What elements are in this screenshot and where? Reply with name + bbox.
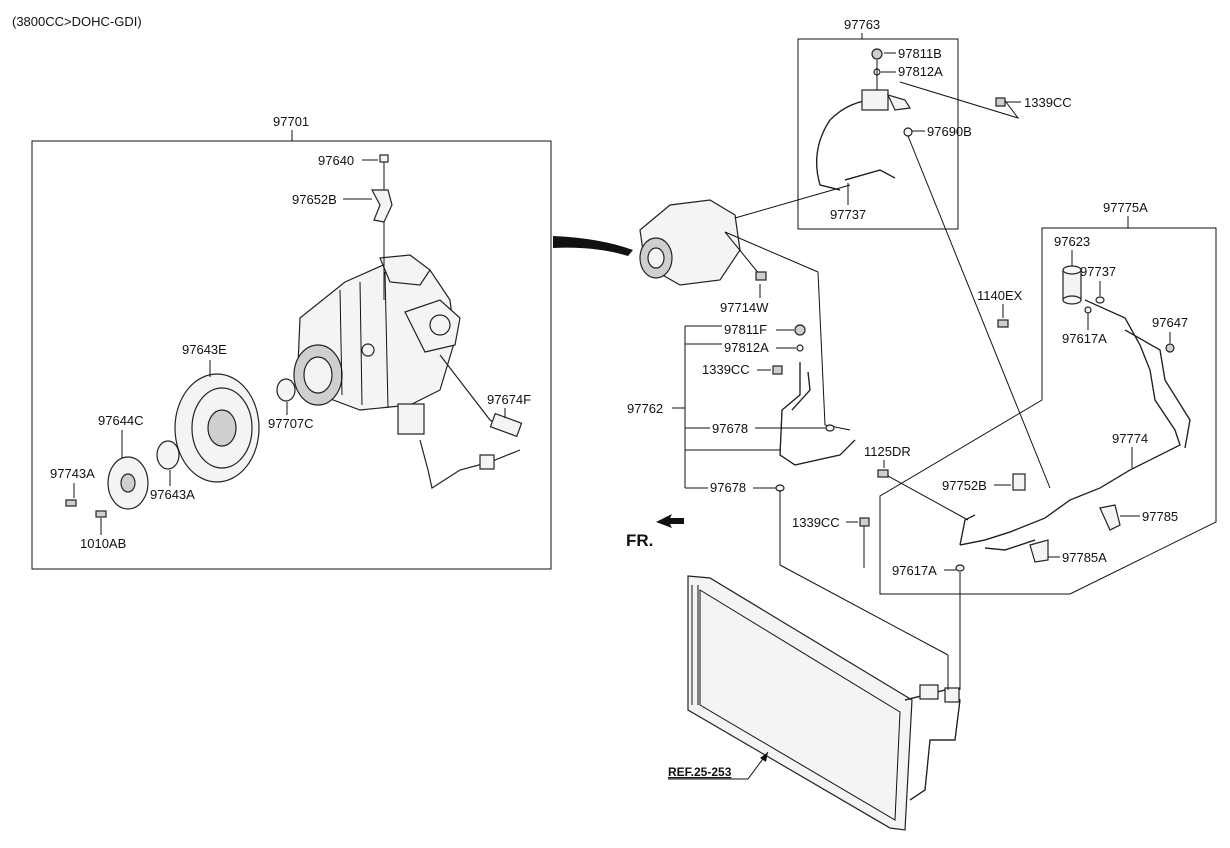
part-label-1010AB: 1010AB — [80, 536, 126, 551]
bracket-97652B-drawing — [371, 189, 393, 223]
part-label-97674F: 97674F — [487, 392, 531, 407]
group-label-97763: 97763 — [844, 17, 880, 32]
part-label-97714W: 97714W — [720, 300, 769, 315]
bolt-97640-drawing — [379, 154, 389, 300]
suction-pipe-bracket-lines — [672, 325, 780, 489]
engine-spec-label: (3800CC>DOHC-GDI) — [12, 14, 142, 29]
receiver-drier-97623-drawing — [1062, 265, 1082, 305]
discharge-hose-group: 97763 97811B 97812A 97690B 97737 — [797, 17, 972, 230]
reference-label: REF.25-253 — [668, 765, 732, 779]
clutch-plate-97644C-drawing — [107, 456, 149, 510]
part-label-97644C: 97644C — [98, 413, 144, 428]
part-label-97737-right: 97737 — [1080, 264, 1116, 279]
part-label-97774: 97774 — [1112, 431, 1148, 446]
detail-callout-arrow — [553, 236, 633, 256]
nut-1339CC-top-drawing — [995, 97, 1006, 107]
part-label-97785A: 97785A — [1062, 550, 1107, 565]
cap-97811F-drawing — [794, 324, 806, 336]
pulley-97643E-drawing — [174, 373, 260, 483]
sensor-harness-97674F-drawing — [397, 354, 523, 489]
part-label-97652B: 97652B — [292, 192, 337, 207]
part-label-1339CC-low: 1339CC — [792, 515, 840, 530]
part-label-97811F: 97811F — [724, 322, 767, 337]
part-label-1339CC-mid: 1339CC — [702, 362, 750, 377]
part-label-97812A-mid: 97812A — [724, 340, 769, 355]
part-label-97811B: 97811B — [898, 46, 942, 61]
clamp-97785A-drawing — [1029, 539, 1049, 563]
connect-line-5 — [887, 475, 969, 521]
part-label-1125DR: 1125DR — [864, 444, 911, 459]
part-label-97812A-top: 97812A — [898, 64, 943, 79]
condenser-drawing — [687, 575, 961, 831]
nut-1339CC-mid-drawing — [772, 365, 783, 375]
part-label-97643A: 97643A — [150, 487, 195, 502]
compressor-body-drawing — [293, 254, 461, 411]
part-label-97640: 97640 — [318, 153, 354, 168]
snap-ring-97643A-drawing — [156, 440, 180, 470]
installed-compressor-drawing — [639, 199, 767, 286]
connect-line-2 — [907, 135, 1051, 489]
nut-1339CC-low-drawing — [859, 517, 870, 527]
front-direction-label: FR. — [626, 531, 653, 550]
leader-1339CC-top — [899, 81, 1020, 119]
part-label-97785: 97785 — [1142, 509, 1178, 524]
part-label-97707C: 97707C — [268, 416, 314, 431]
liquid-pipe-assembly-group: 97775A 97623 97737 97647 97617A 97774 — [879, 200, 1217, 595]
part-label-97617A-top: 97617A — [1062, 331, 1107, 346]
part-label-97737-top: 97737 — [830, 207, 866, 222]
bolt-97647-drawing — [1165, 343, 1175, 353]
bolt-1140EX-drawing — [997, 319, 1009, 328]
part-label-97678-a: 97678 — [712, 421, 748, 436]
discharge-hose-box — [797, 38, 959, 230]
connect-line-4 — [779, 564, 949, 656]
part-label-97752B: 97752B — [942, 478, 987, 493]
bolt-97743A-drawing — [65, 499, 77, 507]
compressor-assembly-group: 97701 97640 97652B — [31, 114, 552, 570]
bolt-1010AB-drawing — [95, 510, 107, 518]
compressor-detail-box — [31, 140, 552, 570]
bolt-1125DR-drawing — [877, 469, 889, 478]
connect-line-1 — [734, 184, 851, 219]
cap-97811B-drawing — [871, 48, 883, 60]
suction-pipe-group: 97762 97811F 97812A 1339CC 97678 97678 — [627, 322, 856, 565]
group-label-97775A: 97775A — [1103, 200, 1148, 215]
front-arrow-icon — [656, 514, 684, 528]
part-label-1339CC-top: 1339CC — [1024, 95, 1072, 110]
part-label-97743A: 97743A — [50, 466, 95, 481]
part-label-1140EX: 1140EX — [977, 288, 1023, 303]
group-label-97762: 97762 — [627, 401, 663, 416]
seal-97707C-drawing — [276, 378, 296, 402]
connect-line-3 — [724, 231, 851, 431]
part-label-97647: 97647 — [1152, 315, 1188, 330]
part-label-97690B: 97690B — [927, 124, 972, 139]
liquid-pipe-box — [879, 227, 1217, 595]
part-label-97623: 97623 — [1054, 234, 1090, 249]
bracket-97785-drawing — [1099, 504, 1121, 531]
group-label-97701: 97701 — [273, 114, 309, 129]
part-label-97617A-low: 97617A — [892, 563, 937, 578]
part-label-97643E: 97643E — [182, 342, 227, 357]
connector-97752B-drawing — [1012, 473, 1026, 491]
part-label-97678-b: 97678 — [710, 480, 746, 495]
